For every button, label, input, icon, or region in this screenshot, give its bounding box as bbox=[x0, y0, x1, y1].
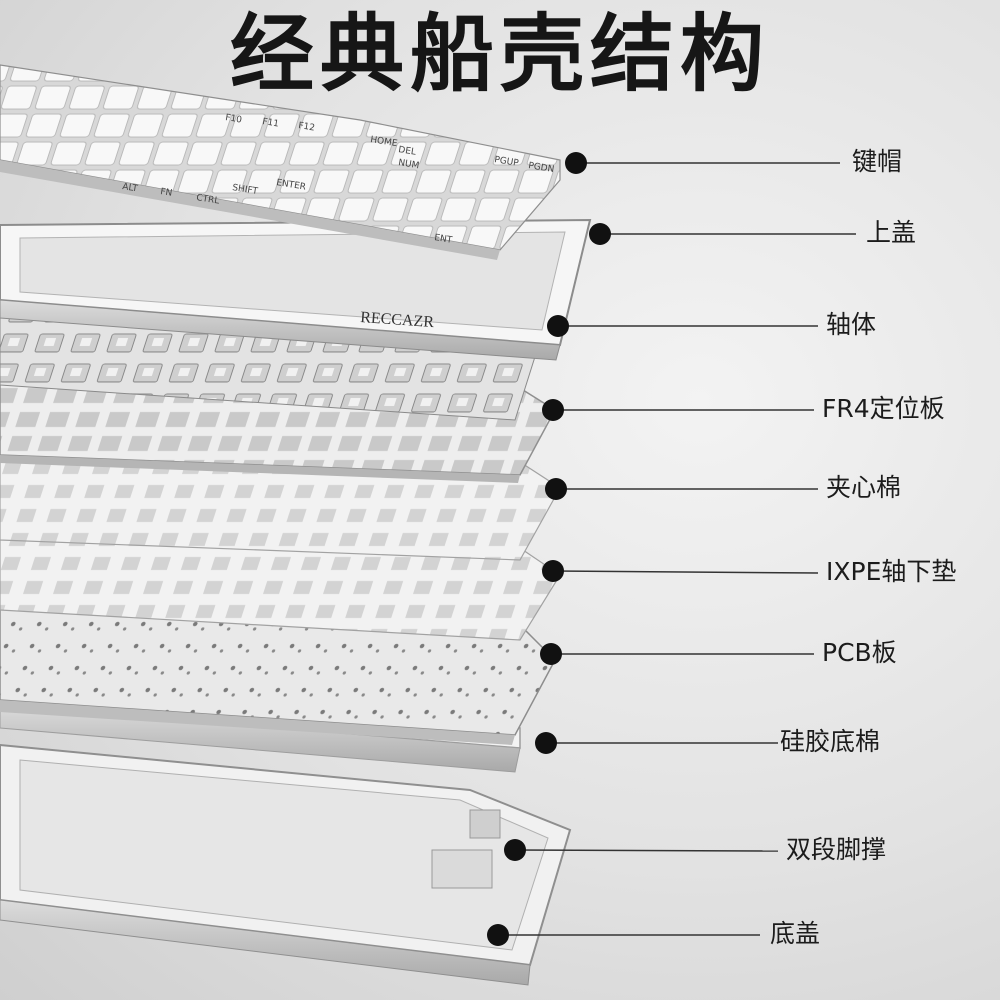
pointer-dot-pcb bbox=[540, 643, 562, 665]
label-top-case: 上盖 bbox=[866, 218, 917, 247]
pointer-dot-switches bbox=[547, 315, 569, 337]
label-pcb: PCB板 bbox=[822, 638, 897, 667]
label-switches: 轴体 bbox=[826, 310, 877, 339]
bottom-case-layer bbox=[0, 743, 572, 986]
keycap-legend: F10 bbox=[225, 113, 243, 126]
label-fr4-plate: FR4定位板 bbox=[822, 394, 945, 423]
keycap-legend: CTRL bbox=[196, 193, 220, 206]
keycap-legend: NUM bbox=[398, 158, 420, 171]
keycap-legend: F12 bbox=[298, 121, 316, 133]
pointer-dot-bottom-case bbox=[487, 924, 509, 946]
brand-logo: RECCAZR bbox=[360, 309, 435, 331]
label-kickstand: 双段脚撑 bbox=[786, 835, 887, 864]
keycap-legend: F11 bbox=[262, 117, 280, 129]
keycap-legend: SHIFT bbox=[232, 183, 259, 197]
pointer-dot-keycaps bbox=[565, 152, 587, 174]
keycap-legend: PGDN bbox=[528, 161, 555, 175]
pointer-dot-fr4-plate bbox=[542, 399, 564, 421]
keycap-legend: PGUP bbox=[494, 155, 520, 169]
label-sandwich-foam: 夹心棉 bbox=[826, 473, 902, 502]
page-title: 经典船壳结构 bbox=[229, 5, 770, 103]
label-bottom-case: 底盖 bbox=[770, 919, 821, 948]
keycap-legend: ENT bbox=[434, 233, 454, 246]
pointer-line-ixpe-pad bbox=[552, 570, 819, 574]
pointer-dot-kickstand bbox=[504, 839, 526, 861]
label-silicone-foam: 硅胶底棉 bbox=[780, 727, 881, 756]
label-keycaps: 键帽 bbox=[852, 147, 903, 176]
keycap-legend: DEL bbox=[398, 145, 417, 158]
pointer-dot-top-case bbox=[589, 223, 611, 245]
keycaps-layer: ALT FN CTRL SHIFT ENTER DEL ENT NUM HOME PGUP PGDN… bbox=[0, 64, 561, 260]
keycap-legend: HOME bbox=[370, 135, 399, 149]
keycap-legend: ENTER bbox=[276, 178, 307, 193]
pointer-group bbox=[487, 152, 856, 946]
top-case-layer: RECCAZR bbox=[0, 218, 592, 361]
keycap-legend: ALT bbox=[122, 182, 139, 194]
pointer-dot-silicone-foam bbox=[535, 732, 557, 754]
keycap-legend: FN bbox=[160, 187, 173, 199]
kickstand-part bbox=[431, 849, 493, 889]
label-ixpe-pad: IXPE轴下垫 bbox=[826, 557, 957, 586]
pointer-dot-ixpe-pad bbox=[542, 560, 564, 582]
pointer-line-kickstand bbox=[514, 849, 779, 852]
pointer-dot-sandwich-foam bbox=[545, 478, 567, 500]
